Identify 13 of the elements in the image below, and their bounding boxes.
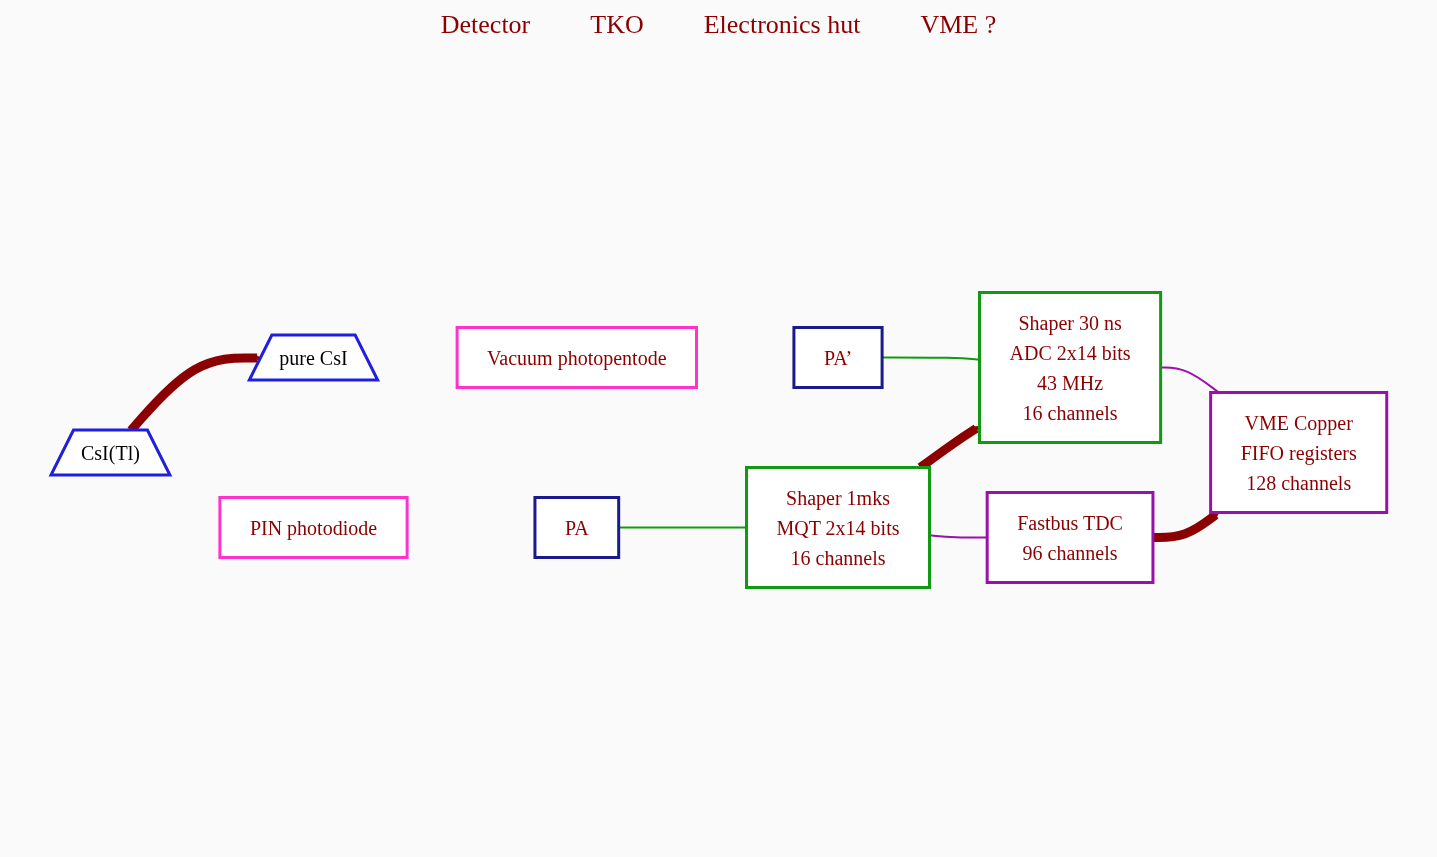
node-box: PIN photodiode [218, 496, 409, 559]
node-box: Fastbus TDC 96 channels [985, 491, 1155, 584]
arrow [1152, 511, 1219, 542]
node-box: Shaper 30 ns ADC 2x14 bits 43 MHz 16 channels [977, 291, 1162, 444]
column-heading: VME ? [920, 10, 997, 40]
column-heading: Detector [440, 10, 531, 40]
node-box: PA’ [792, 326, 884, 389]
node-box: Shaper 1mks MQT 2x14 bits 16 channels [744, 466, 931, 589]
column-heading: Electronics hut [703, 10, 861, 40]
column-heading: TKO [590, 10, 644, 40]
node-box: Vacuum photopentode [455, 326, 698, 389]
node-box: PA [533, 496, 620, 559]
node-box: VME Copper FIFO registers 128 channels [1208, 391, 1388, 514]
